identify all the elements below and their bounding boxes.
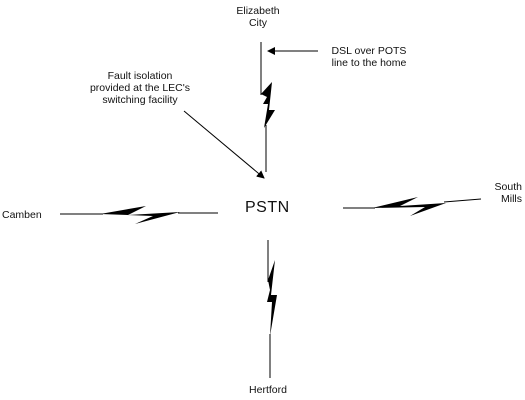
- callout-line: DSL over POTS: [331, 45, 407, 57]
- link-south: [267, 240, 277, 378]
- callout-line: provided at the LEC's: [89, 82, 191, 94]
- node-label-line: City: [248, 17, 268, 29]
- node-elizabeth-city: Elizabeth City: [228, 5, 288, 29]
- node-label-line: Elizabeth: [236, 5, 280, 17]
- pstn-hub-label: PSTN: [245, 199, 290, 216]
- node-south-mills: South Mills: [470, 181, 522, 205]
- callout-line: Fault isolation: [107, 70, 173, 82]
- callout-line: switching facility: [102, 94, 178, 106]
- fault-callout-arrow: [183, 110, 265, 179]
- link-west: [60, 206, 218, 224]
- node-camben: Camben: [2, 209, 42, 221]
- node-label-line: Hertford: [249, 384, 287, 396]
- node-hertford: Hertford: [240, 384, 296, 396]
- fault-isolation-callout: Fault isolation provided at the LEC's sw…: [82, 70, 198, 106]
- node-label-line: Mills: [501, 193, 522, 205]
- node-label-line: Camben: [2, 209, 42, 221]
- link-east: [343, 197, 482, 216]
- dsl-callout: DSL over POTS line to the home: [316, 45, 422, 69]
- callout-line: line to the home: [331, 57, 407, 69]
- link-north: [260, 42, 275, 172]
- node-label-line: South: [494, 181, 522, 193]
